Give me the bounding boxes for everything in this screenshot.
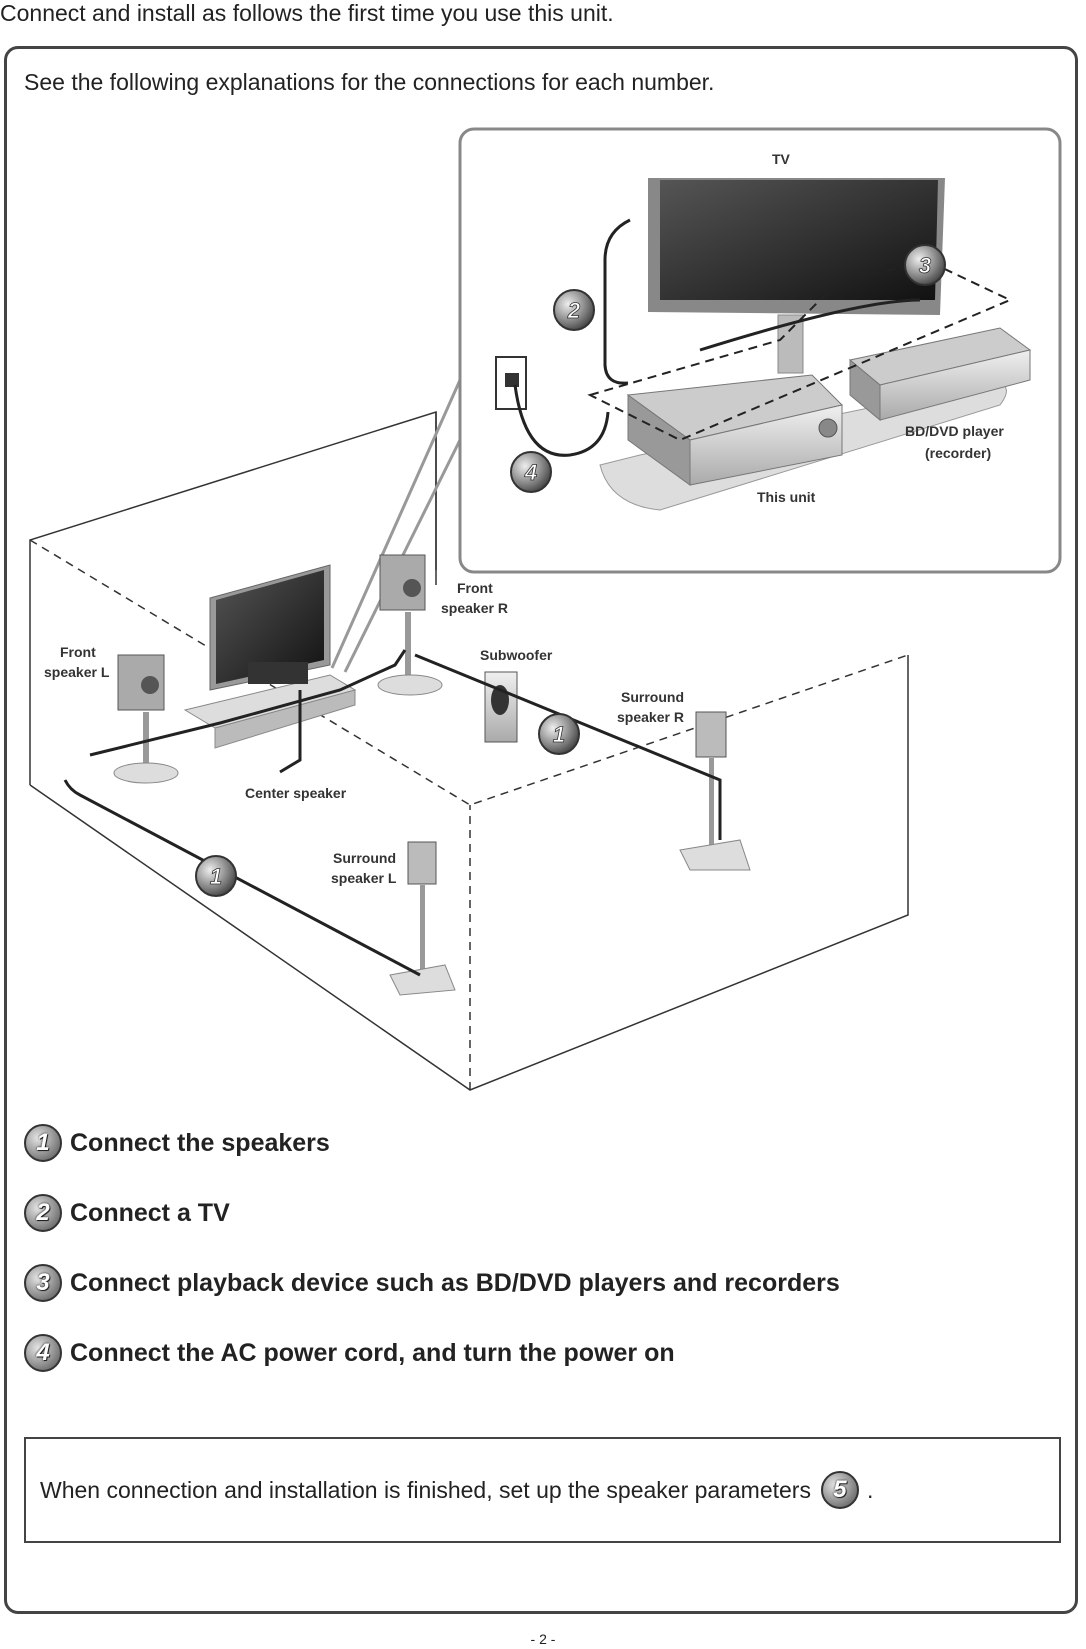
label-front-speaker-r-2: speaker R [441,600,508,616]
badge-1-diagram-left: 1 [195,855,237,897]
intro-line: Connect and install as follows the first… [0,0,614,26]
note-badge-5: 5 [820,1471,859,1509]
instruction-panel [4,46,1078,1614]
note-box: When connection and installation is fini… [24,1437,1061,1543]
tv-illustration [648,178,945,374]
label-surround-speaker-r-1: Surround [621,689,684,705]
note-end: . [866,1476,874,1503]
svg-text:2: 2 [567,298,581,323]
speaker-cables [63,649,722,977]
step-connect-tv: 2 Connect a TV [24,1194,230,1232]
front-speaker-l-illustration [113,654,179,784]
av-receiver-illustration [626,374,843,486]
label-this-unit: This unit [757,489,816,505]
step-badge-3: 3 [24,1264,62,1302]
label-tv: TV [772,151,791,167]
front-speaker-r-illustration [377,554,443,696]
inset-cables [513,218,921,457]
room-stand-illustration [183,662,357,749]
label-center-speaker: Center speaker [245,785,347,801]
zoom-connector [330,379,462,673]
svg-text:1: 1 [210,864,222,889]
svg-text:3: 3 [919,253,931,278]
label-front-speaker-l-2: speaker L [44,664,110,680]
note-text: When connection and installation is fini… [40,1476,811,1503]
label-surround-speaker-l-2: speaker L [331,870,397,886]
surround-speaker-l-illustration [389,841,456,996]
step-text: Connect the speakers [70,1128,330,1157]
label-front-speaker-l-1: Front [60,644,96,660]
step-connect-power: 4 Connect the AC power cord, and turn th… [24,1334,675,1372]
page-number: - 2 - [530,1631,556,1647]
wall-outlet-illustration [495,356,527,410]
step-text: Connect playback device such as BD/DVD p… [70,1268,840,1297]
label-subwoofer: Subwoofer [480,647,553,663]
surround-speaker-r-illustration [679,711,751,871]
svg-text:1: 1 [553,722,565,747]
step-badge-4: 4 [24,1334,62,1372]
connection-diagram: TV BD/DVD player (recorder) This unit Fr… [29,127,1062,1091]
badge-2-diagram: 2 [553,289,595,331]
step-connect-playback-device: 3 Connect playback device such as BD/DVD… [24,1264,840,1302]
step-badge-2: 2 [24,1194,62,1232]
panel-intro: See the following explanations for the c… [24,69,715,95]
step-badge-1: 1 [24,1124,62,1162]
badge-3-diagram: 3 [904,244,946,286]
label-surround-speaker-r-2: speaker R [617,709,684,725]
step-connect-speakers: 1 Connect the speakers [24,1124,330,1162]
label-surround-speaker-l-1: Surround [333,850,396,866]
step-text: Connect a TV [70,1198,230,1227]
bd-player-illustration [848,327,1032,422]
room-tv-illustration [209,564,331,691]
subwoofer-illustration [484,671,518,743]
svg-text:4: 4 [524,460,537,485]
step-text: Connect the AC power cord, and turn the … [70,1338,675,1367]
badge-1-diagram-right: 1 [538,713,580,755]
highlight-zone [587,260,1013,442]
label-bd-player-sub: (recorder) [925,445,991,461]
label-front-speaker-r-1: Front [457,580,493,596]
badge-4-diagram: 4 [510,451,552,493]
label-bd-player: BD/DVD player [905,423,1004,439]
